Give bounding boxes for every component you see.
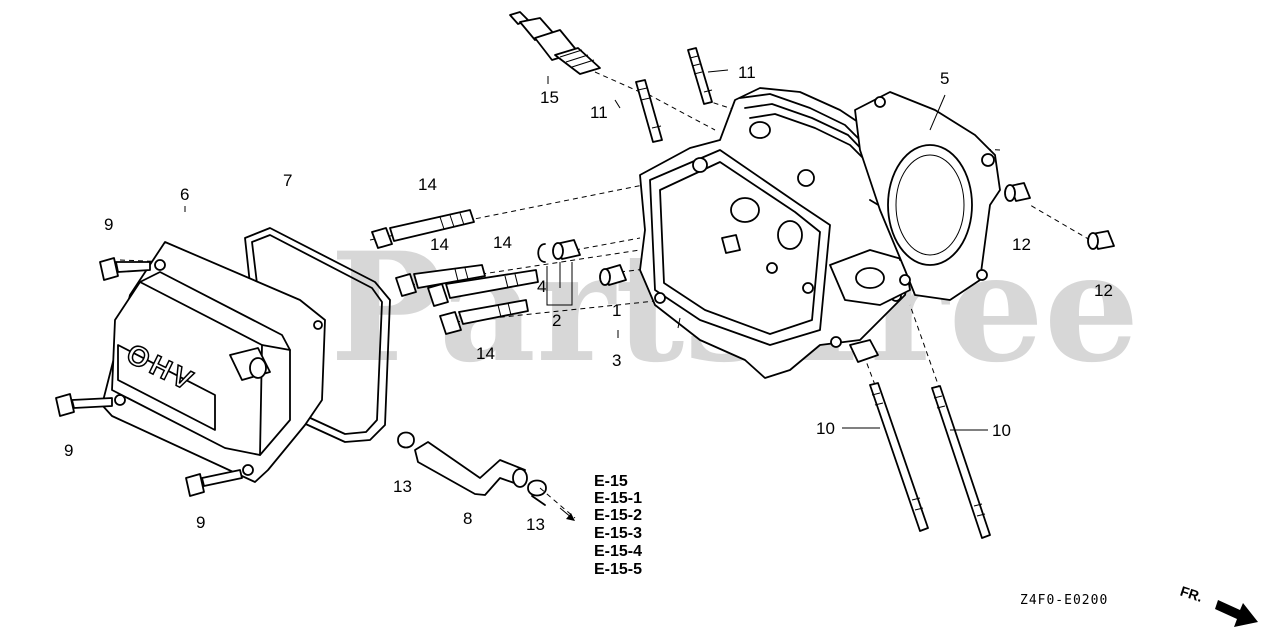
cover-bolt-left [55, 393, 113, 417]
stud-bolt-upper-left [635, 79, 663, 143]
callout-cover-gasket: 7 [283, 171, 292, 190]
stud-bolt-upper-right [687, 47, 713, 105]
hose-clamp-right [527, 479, 547, 506]
flange-bolt-lower-right [427, 269, 539, 307]
reference-list: E-15 E-15-1 E-15-2 E-15-3 E-15-4 E-15-5 [594, 473, 642, 578]
flange-bolt-bottom [439, 299, 529, 335]
flange-bolt-top [371, 209, 475, 249]
dowel-pin-right-lower [1087, 230, 1115, 250]
callout-dowel-pin: 3 [612, 351, 621, 370]
callout-cover-bolt-top: 9 [104, 215, 113, 234]
spark-plug [509, 11, 601, 84]
reference-item: E-15 [594, 473, 628, 490]
callout-spark-plug: 15 [540, 88, 559, 107]
callout-head-gasket: 5 [940, 69, 949, 88]
reference-item: E-15-3 [594, 525, 642, 542]
flange-bolt-middle [395, 264, 486, 297]
callout-cylinder-head: 1 [612, 301, 621, 320]
callout-dowel-right-lower: 12 [1094, 281, 1113, 300]
callout-long-stud-left: 10 [816, 419, 835, 438]
cylinder-head [639, 87, 916, 379]
cover-bolt-bottom [185, 469, 243, 497]
front-arrow-icon [1215, 600, 1258, 627]
callout-collar: 2 [552, 311, 561, 330]
reference-item: E-15-5 [594, 561, 642, 578]
callout-dowel-right-upper: 12 [1012, 235, 1031, 254]
reference-item: E-15-4 [594, 543, 642, 560]
breather-tube [414, 441, 528, 496]
head-gasket [854, 91, 1001, 301]
reference-item: E-15-2 [594, 507, 642, 524]
dowel-pin-right-upper [1004, 182, 1031, 202]
callout-head-cover: 6 [180, 185, 189, 204]
callout-breather-tube: 8 [463, 509, 472, 528]
callout-cover-bolt-bottom: 9 [196, 513, 205, 532]
valve-clip-and-collar [537, 239, 581, 306]
head-cover [101, 241, 326, 483]
callout-clamp-right: 13 [526, 515, 545, 534]
hose-clamp-left [397, 431, 415, 449]
cover-bolt-top-left [99, 257, 151, 281]
callout-bolt-right: 14 [493, 233, 512, 252]
callout-bolt-top: 14 [418, 175, 437, 194]
callout-clamp-left: 13 [393, 477, 412, 496]
callout-long-stud-right: 10 [992, 421, 1011, 440]
callout-clip: 4 [537, 277, 546, 296]
reference-item: E-15-1 [594, 490, 642, 507]
callout-ticks [184, 69, 988, 431]
long-stud-right [931, 385, 991, 539]
front-direction-indicator: FR. [1178, 583, 1258, 627]
callout-cover-bolt-left: 9 [64, 441, 73, 460]
dowel-pin-head [599, 234, 741, 286]
callout-labels: 15 11 11 5 6 7 14 14 14 14 9 9 9 4 2 1 3… [64, 63, 1113, 534]
long-stud-left [869, 382, 929, 532]
front-label: FR. [1178, 583, 1204, 605]
callout-stud-upper-left: 11 [590, 103, 608, 122]
drawing-code: Z4F0-E0200 [1020, 593, 1108, 608]
callout-bolt-bottom: 14 [476, 344, 495, 363]
callout-bolt-middle: 14 [430, 235, 449, 254]
callout-stud-upper-right: 11 [738, 63, 756, 82]
